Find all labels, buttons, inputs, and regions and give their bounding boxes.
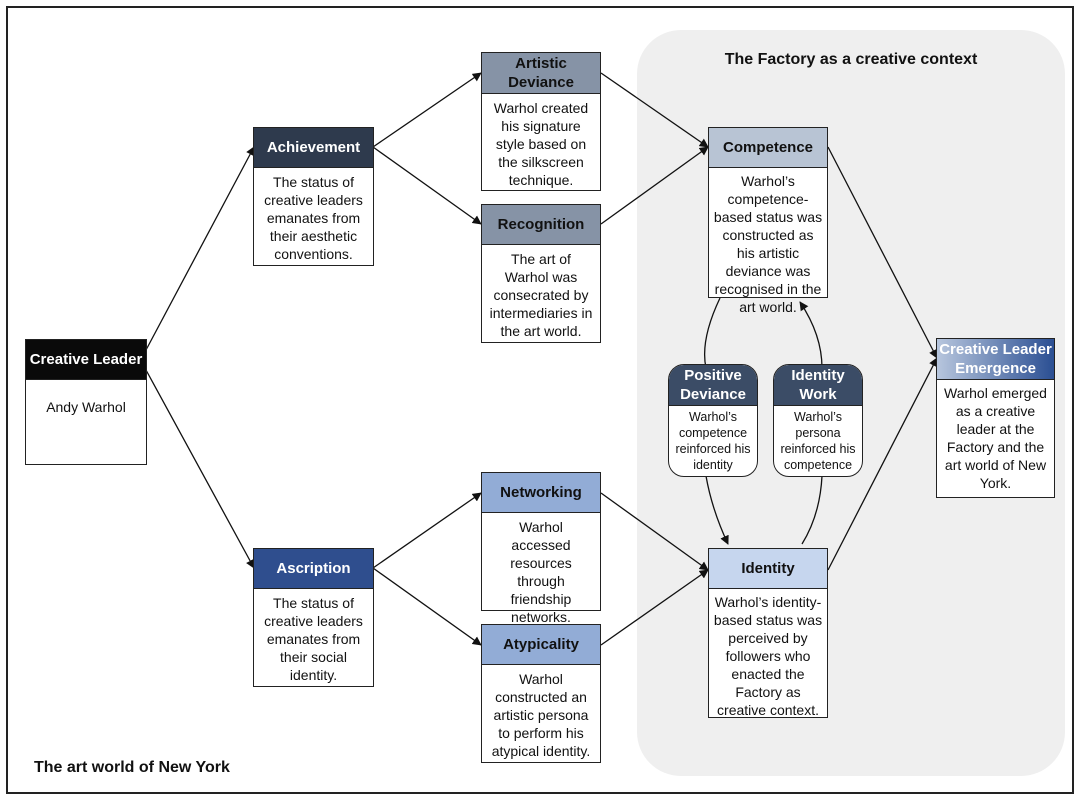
arrow-atypicality-identity: [600, 569, 709, 646]
artistic-deviance-box: Artistic Deviance Warhol created his sig…: [481, 52, 601, 191]
arrow-networking-identity: [600, 492, 709, 571]
atypicality-box: Atypicality Warhol constructed an artist…: [481, 624, 601, 763]
outer-frame: [6, 6, 1074, 794]
creative-leader-text: Andy Warhol: [46, 399, 126, 415]
artistic-deviance-title: Artistic Deviance: [482, 53, 600, 94]
arrow-competence-emergence: [827, 146, 938, 359]
ascription-title: Ascription: [254, 549, 373, 589]
recognition-text: The art of Warhol was consecrated by int…: [489, 251, 593, 339]
achievement-text: The status of creative leaders emanates …: [264, 174, 363, 262]
positive-deviance-title: Positive Deviance: [669, 365, 757, 406]
arrow-achievement-deviance: [372, 72, 482, 148]
creative-leader-box: Creative Leader Andy Warhol: [25, 339, 147, 465]
arrow-deviance-competence: [600, 72, 709, 148]
factory-title: The Factory as a creative context: [724, 51, 978, 68]
networking-box: Networking Warhol accessed resources thr…: [481, 472, 601, 625]
identity-work-title: Identity Work: [774, 365, 862, 406]
atypicality-title: Atypicality: [482, 625, 600, 665]
creative-leader-title: Creative Leader: [26, 340, 146, 380]
identity-title: Identity: [709, 549, 827, 589]
achievement-title: Achievement: [254, 128, 373, 168]
recognition-box: Recognition The art of Warhol was consec…: [481, 204, 601, 343]
arrow-identity-emergence: [827, 357, 938, 571]
competence-box: Competence Warhol’s competence-based sta…: [708, 127, 828, 315]
achievement-box: Achievement The status of creative leade…: [253, 127, 374, 266]
arrow-ascription-networking: [372, 492, 482, 569]
ascription-box: Ascription The status of creative leader…: [253, 548, 374, 687]
identity-box: Identity Warhol’s identity-based status …: [708, 548, 828, 718]
atypicality-text: Warhol constructed an artistic persona t…: [491, 671, 591, 759]
arrow-competence-to-identity: [703, 297, 728, 544]
emergence-box: Creative Leader Emergence Warhol emerged…: [936, 338, 1055, 498]
arrow-identity-to-competence: [800, 302, 823, 545]
recognition-title: Recognition: [482, 205, 600, 245]
arrow-achievement-recognition: [372, 146, 482, 225]
arrow-recognition-competence: [600, 146, 709, 225]
competence-text: Warhol’s competence-based status was con…: [713, 173, 823, 315]
emergence-title: Creative Leader Emergence: [937, 339, 1054, 380]
networking-text: Warhol accessed resources through friend…: [510, 519, 572, 625]
identity-work-text: Warhol’s persona reinforced his competen…: [780, 410, 856, 472]
arrow-ascription-atypicality: [372, 567, 482, 646]
art-world-label: The art world of New York: [34, 759, 230, 776]
emergence-text: Warhol emerged as a creative leader at t…: [944, 385, 1047, 491]
ascription-text: The status of creative leaders emanates …: [264, 595, 363, 683]
arrow-leader-achievement: [145, 146, 255, 351]
identity-work-box: Identity Work Warhol’s persona reinforce…: [773, 364, 863, 477]
arrow-leader-ascription: [145, 369, 255, 569]
identity-text: Warhol’s identity-based status was perce…: [713, 594, 823, 718]
networking-title: Networking: [482, 473, 600, 513]
positive-deviance-box: Positive Deviance Warhol’s competence re…: [668, 364, 758, 477]
artistic-deviance-text: Warhol created his signature style based…: [493, 100, 589, 188]
positive-deviance-text: Warhol’s competence reinforced his ident…: [675, 410, 751, 472]
competence-title: Competence: [709, 128, 827, 168]
